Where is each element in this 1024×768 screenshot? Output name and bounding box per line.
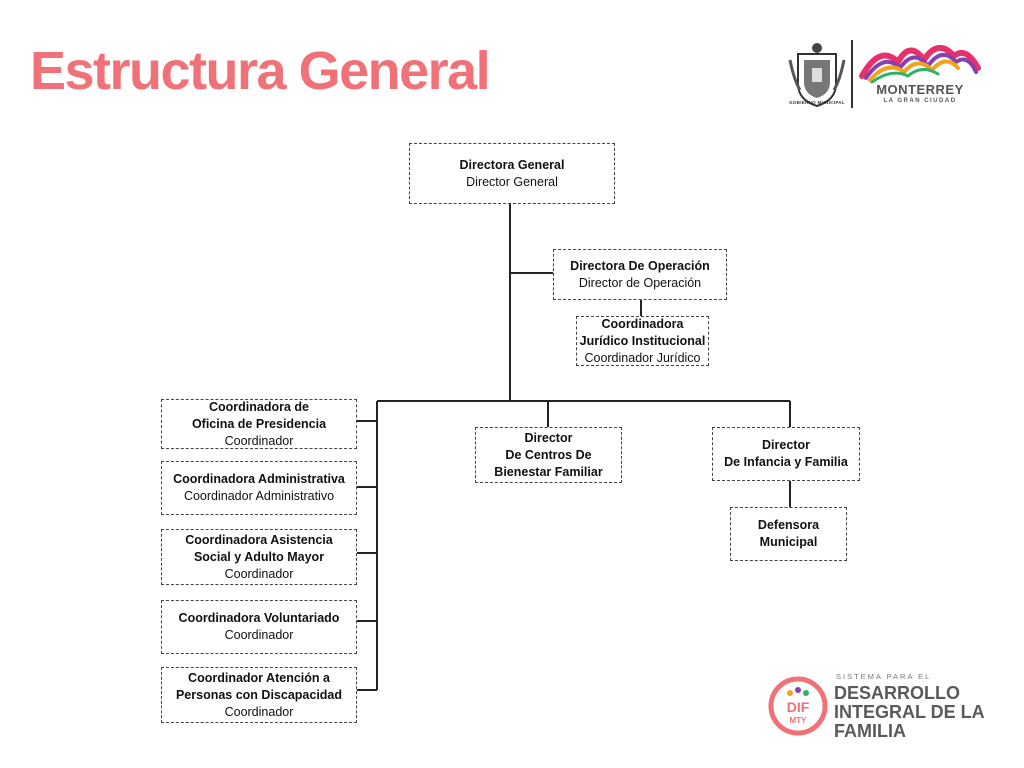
node-title: Coordinadora Administrativa: [173, 472, 345, 486]
node-title: Coordinador Atención a: [188, 670, 330, 685]
node-subtitle: Coordinador Administrativo: [183, 489, 335, 503]
node-title: Director: [762, 438, 810, 452]
dif-badge-top: DIF: [787, 699, 810, 715]
node-title-2: Jurídico Institucional: [579, 333, 706, 348]
node-title: Coordinadora de: [208, 399, 309, 414]
monterrey-mountain-logo-icon: [859, 45, 981, 84]
node-subtitle: Director General: [466, 174, 558, 189]
city-name: MONTERREY: [876, 82, 964, 97]
node-subtitle: Coordinador: [224, 628, 294, 642]
dif-org-name: DESARROLLO INTEGRAL DE LA FAMILIA: [834, 684, 985, 741]
node-title: Defensora: [757, 518, 820, 532]
node-coord-juridico: Coordinadora Jurídico Institucional Coor…: [576, 316, 709, 366]
node-directora-general: Directora General Director General: [409, 143, 615, 204]
node-title-2: Social y Adulto Mayor: [193, 549, 325, 564]
node-title: Directora De Operación: [570, 258, 710, 273]
node-directora-operacion: Directora De Operación Director de Opera…: [553, 249, 727, 300]
page-title: Estructura General: [30, 41, 491, 101]
node-title-2: De Centros De: [505, 447, 592, 462]
seal-caption: GOBIERNO MUNICIPAL: [789, 100, 845, 105]
node-title-2: De Infancia y Familia: [724, 455, 848, 469]
city-tagline: LA GRAN CIUDAD: [883, 98, 957, 104]
dif-name-line-1: DESARROLLO: [834, 683, 960, 703]
municipal-seal-icon: [788, 43, 846, 108]
node-coord-presidencia: Coordinadora de Oficina de Presidencia C…: [161, 399, 357, 449]
node-subtitle: Coordinador: [224, 566, 294, 581]
dif-name-line-3: FAMILIA: [834, 721, 906, 741]
node-coord-administrativa: Coordinadora Administrativa Coordinador …: [161, 461, 357, 515]
node-subtitle: Coordinador: [224, 433, 294, 448]
node-title: Coordinadora Asistencia: [185, 532, 333, 547]
node-subtitle: Director de Operación: [578, 275, 702, 290]
dif-logo-icon: DIF MTY: [768, 676, 828, 736]
node-title-3: Bienestar Familiar: [494, 464, 603, 479]
node-title: Directora General: [459, 157, 565, 172]
node-subtitle: Coordinador Jurídico: [584, 350, 701, 365]
node-title-2: Oficina de Presidencia: [191, 416, 327, 431]
node-title: Director: [524, 430, 573, 445]
node-coord-discapacidad: Coordinador Atención a Personas con Disc…: [161, 667, 357, 723]
node-coord-voluntariado: Coordinadora Voluntariado Coordinador: [161, 600, 357, 654]
node-title: Coordinadora Voluntariado: [178, 611, 340, 625]
node-defensora: Defensora Municipal: [730, 507, 847, 561]
logo-divider: [851, 40, 853, 108]
node-subtitle: Coordinador: [224, 704, 294, 719]
dif-system-label: SISTEMA PARA EL: [836, 672, 932, 681]
node-title-2: Personas con Discapacidad: [175, 687, 343, 702]
node-director-infancia: Director De Infancia y Familia: [712, 427, 860, 481]
node-coord-asistencia: Coordinadora Asistencia Social y Adulto …: [161, 529, 357, 585]
dif-name-line-2: INTEGRAL DE LA: [834, 702, 985, 722]
node-title: Coordinadora: [601, 316, 684, 331]
dif-badge-bottom: MTY: [790, 716, 808, 725]
node-director-centros: Director De Centros De Bienestar Familia…: [475, 427, 622, 483]
node-title-2: Municipal: [759, 535, 818, 549]
